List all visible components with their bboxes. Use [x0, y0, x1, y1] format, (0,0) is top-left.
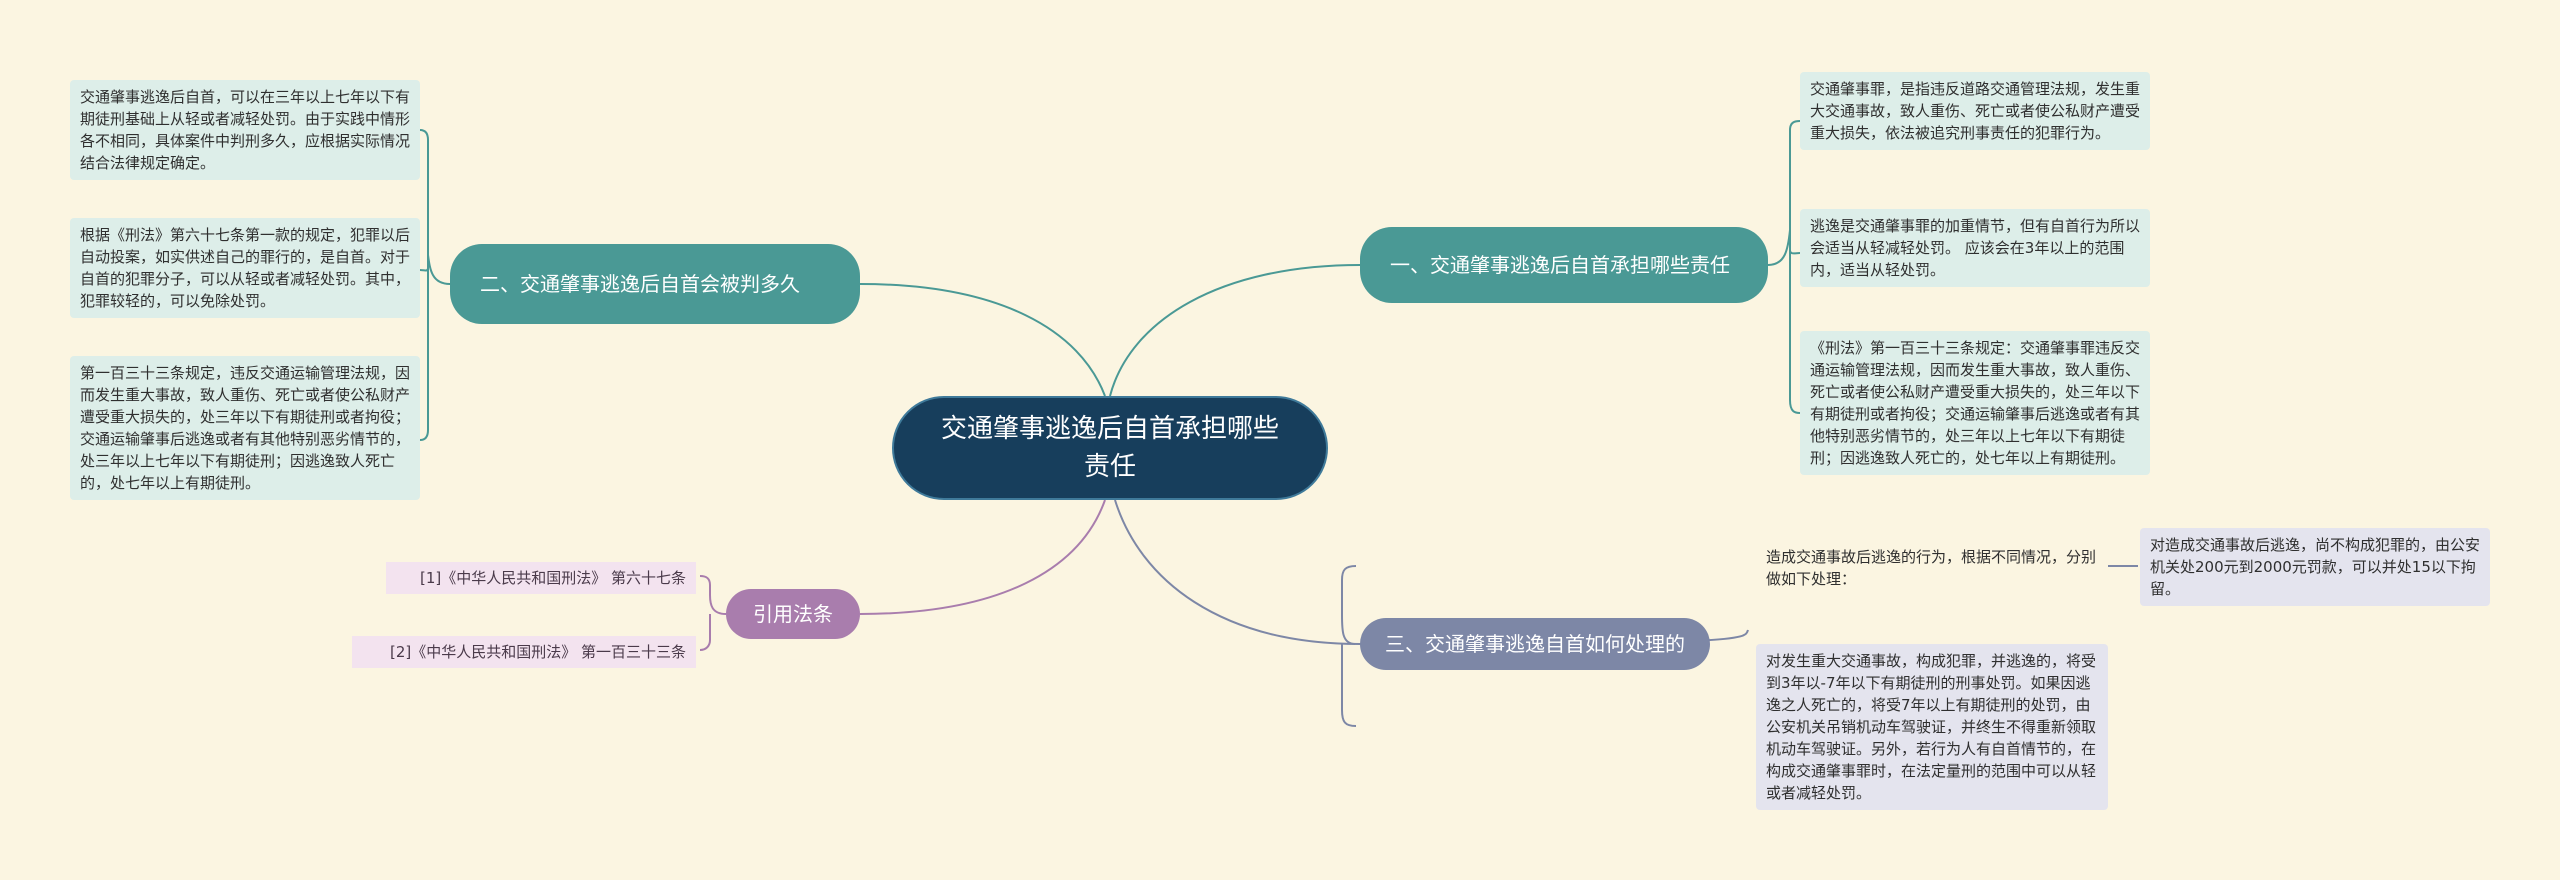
- branch-handling[interactable]: 三、交通肇事逃逸自首如何处理的: [1360, 618, 1710, 670]
- leaf-criminal-penalty[interactable]: 对发生重大交通事故，构成犯罪，并逃逸的，将受到3年以-7年以下有期徒刑的刑事处罚…: [1756, 644, 2108, 810]
- branch-sentence-length[interactable]: 二、交通肇事逃逸后自首会被判多久: [450, 244, 860, 324]
- leaf-article-67[interactable]: 根据《刑法》第六十七条第一款的规定，犯罪以后自动投案，如实供述自己的罪行的，是自…: [70, 218, 420, 318]
- leaf-crime-definition[interactable]: 交通肇事罪，是指违反道路交通管理法规，发生重大交通事故，致人重伤、死亡或者使公私…: [1800, 72, 2150, 150]
- leaf-text: 造成交通事故后逃逸的行为，根据不同情况，分别做如下处理：: [1766, 548, 2097, 588]
- leaf-text: 逃逸是交通肇事罪的加重情节，但有自首行为所以会适当从轻减轻处罚。 应该会在3年以…: [1810, 217, 2141, 279]
- branch-handling-label: 三、交通肇事逃逸自首如何处理的: [1385, 632, 1685, 656]
- leaf-text: 对造成交通事故后逃逸，尚不构成犯罪的，由公安机关处200元到2000元罚款，可以…: [2150, 536, 2481, 598]
- cited-law-text: [1]《中华人民共和国刑法》 第六十七条: [419, 569, 686, 587]
- leaf-text: 《刑法》第一百三十三条规定：交通肇事罪违反交通运输管理法规，因而发生重大事故，致…: [1810, 339, 2141, 467]
- link-root-b3: [1114, 499, 1361, 645]
- link-b1-bracket: [1767, 120, 1801, 414]
- leaf-text: 交通肇事逃逸后自首，可以在三年以上七年以下有期徒刑基础上从轻或者减轻处罚。由于实…: [80, 88, 411, 172]
- leaf-text: 对发生重大交通事故，构成犯罪，并逃逸的，将受到3年以-7年以下有期徒刑的刑事处罚…: [1766, 652, 2097, 802]
- link-b4-bracket: [699, 575, 727, 651]
- root-topic-label: 交通肇事逃逸后自首承担哪些责任: [940, 414, 1279, 482]
- cited-law-133[interactable]: [2]《中华人民共和国刑法》 第一百三十三条: [352, 636, 696, 668]
- link-root-b1: [1109, 264, 1361, 397]
- leaf-text: 交通肇事罪，是指违反道路交通管理法规，发生重大交通事故，致人重伤、死亡或者使公私…: [1810, 80, 2141, 142]
- leaf-text: 第一百三十三条规定，违反交通运输管理法规，因而发生重大事故，致人重伤、死亡或者使…: [80, 364, 411, 492]
- leaf-text: 根据《刑法》第六十七条第一款的规定，犯罪以后自动投案，如实供述自己的罪行的，是自…: [80, 226, 411, 310]
- branch-cited-laws[interactable]: 引用法条: [726, 589, 860, 639]
- leaf-escape-aggravation[interactable]: 逃逸是交通肇事罪的加重情节，但有自首行为所以会适当从轻减轻处罚。 应该会在3年以…: [1800, 209, 2150, 287]
- branch-cited-laws-label: 引用法条: [753, 602, 833, 626]
- cited-law-text: [2]《中华人民共和国刑法》 第一百三十三条: [389, 643, 686, 661]
- link-root-b2: [859, 283, 1106, 397]
- link-b2-bracket: [419, 129, 451, 441]
- leaf-article-133-text[interactable]: 第一百三十三条规定，违反交通运输管理法规，因而发生重大事故，致人重伤、死亡或者使…: [70, 356, 420, 500]
- leaf-sentence-range[interactable]: 交通肇事逃逸后自首，可以在三年以上七年以下有期徒刑基础上从轻或者减轻处罚。由于实…: [70, 80, 420, 180]
- branch-sentence-length-label: 二、交通肇事逃逸后自首会被判多久: [480, 272, 800, 296]
- root-topic[interactable]: 交通肇事逃逸后自首承担哪些责任: [892, 396, 1328, 500]
- branch-liability-label: 一、交通肇事逃逸后自首承担哪些责任: [1390, 253, 1730, 277]
- leaf-non-criminal-penalty[interactable]: 对造成交通事故后逃逸，尚不构成犯罪的，由公安机关处200元到2000元罚款，可以…: [2140, 528, 2490, 606]
- branch-liability[interactable]: 一、交通肇事逃逸后自首承担哪些责任: [1360, 227, 1768, 303]
- cited-law-67[interactable]: [1]《中华人民共和国刑法》 第六十七条: [386, 562, 696, 594]
- leaf-handling-intro[interactable]: 造成交通事故后逃逸的行为，根据不同情况，分别做如下处理：: [1756, 540, 2108, 596]
- leaf-article-133[interactable]: 《刑法》第一百三十三条规定：交通肇事罪违反交通运输管理法规，因而发生重大事故，致…: [1800, 331, 2150, 475]
- link-root-b4: [859, 499, 1106, 615]
